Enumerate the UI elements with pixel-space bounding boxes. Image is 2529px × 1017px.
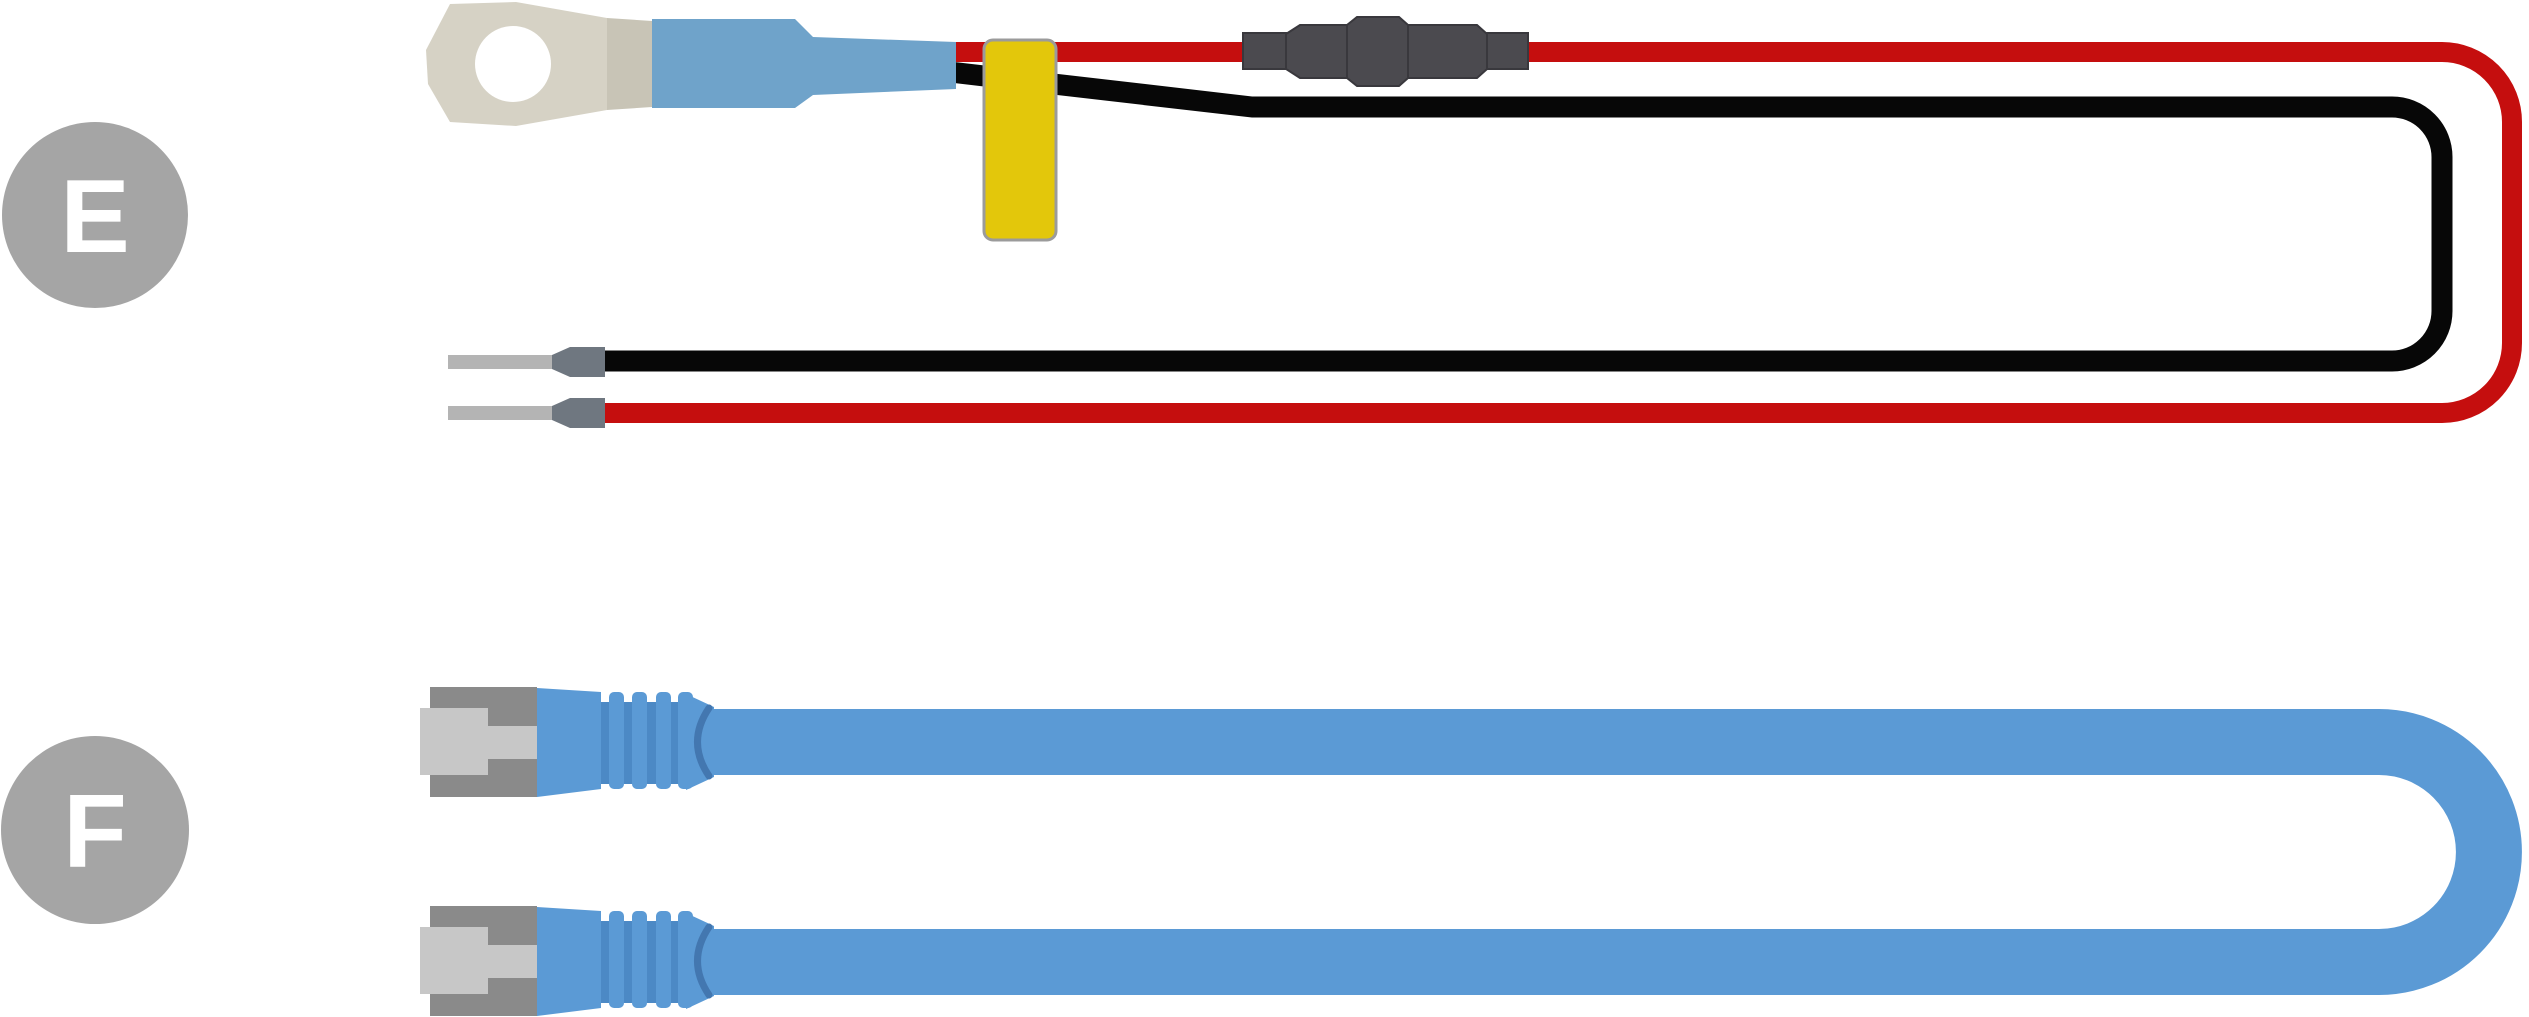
fuse-body-left bbox=[1285, 24, 1348, 79]
item-f-network-cable: F bbox=[1, 687, 2522, 1016]
blue-crimp-sleeve bbox=[652, 19, 956, 108]
item-f-badge bbox=[1, 736, 189, 924]
rj45-connector-bottom bbox=[420, 906, 714, 1016]
black-negative-wire bbox=[593, 61, 2453, 372]
item-e-label: E bbox=[60, 159, 129, 275]
blue-cable-loop bbox=[713, 709, 2522, 995]
fuse-end-cap-left bbox=[1242, 32, 1287, 70]
item-f-label: F bbox=[63, 774, 127, 890]
ring-terminal-hole bbox=[475, 26, 551, 102]
rj45-connector-top bbox=[420, 687, 714, 797]
yellow-cable-tag bbox=[982, 38, 1058, 242]
fuse-end-cap-right bbox=[1486, 32, 1529, 70]
item-e-dc-power-cable: E bbox=[2, 2, 2522, 428]
ring-terminal-neck bbox=[607, 18, 652, 110]
wire-ferrule-black bbox=[448, 347, 605, 377]
wire-ferrule-red bbox=[448, 398, 605, 428]
red-positive-wire bbox=[604, 42, 2522, 423]
fuse-body-center bbox=[1346, 16, 1409, 87]
item-e-badge bbox=[2, 122, 188, 308]
fuse-body-right bbox=[1407, 24, 1488, 79]
inline-fuse-holder bbox=[1242, 16, 1529, 87]
